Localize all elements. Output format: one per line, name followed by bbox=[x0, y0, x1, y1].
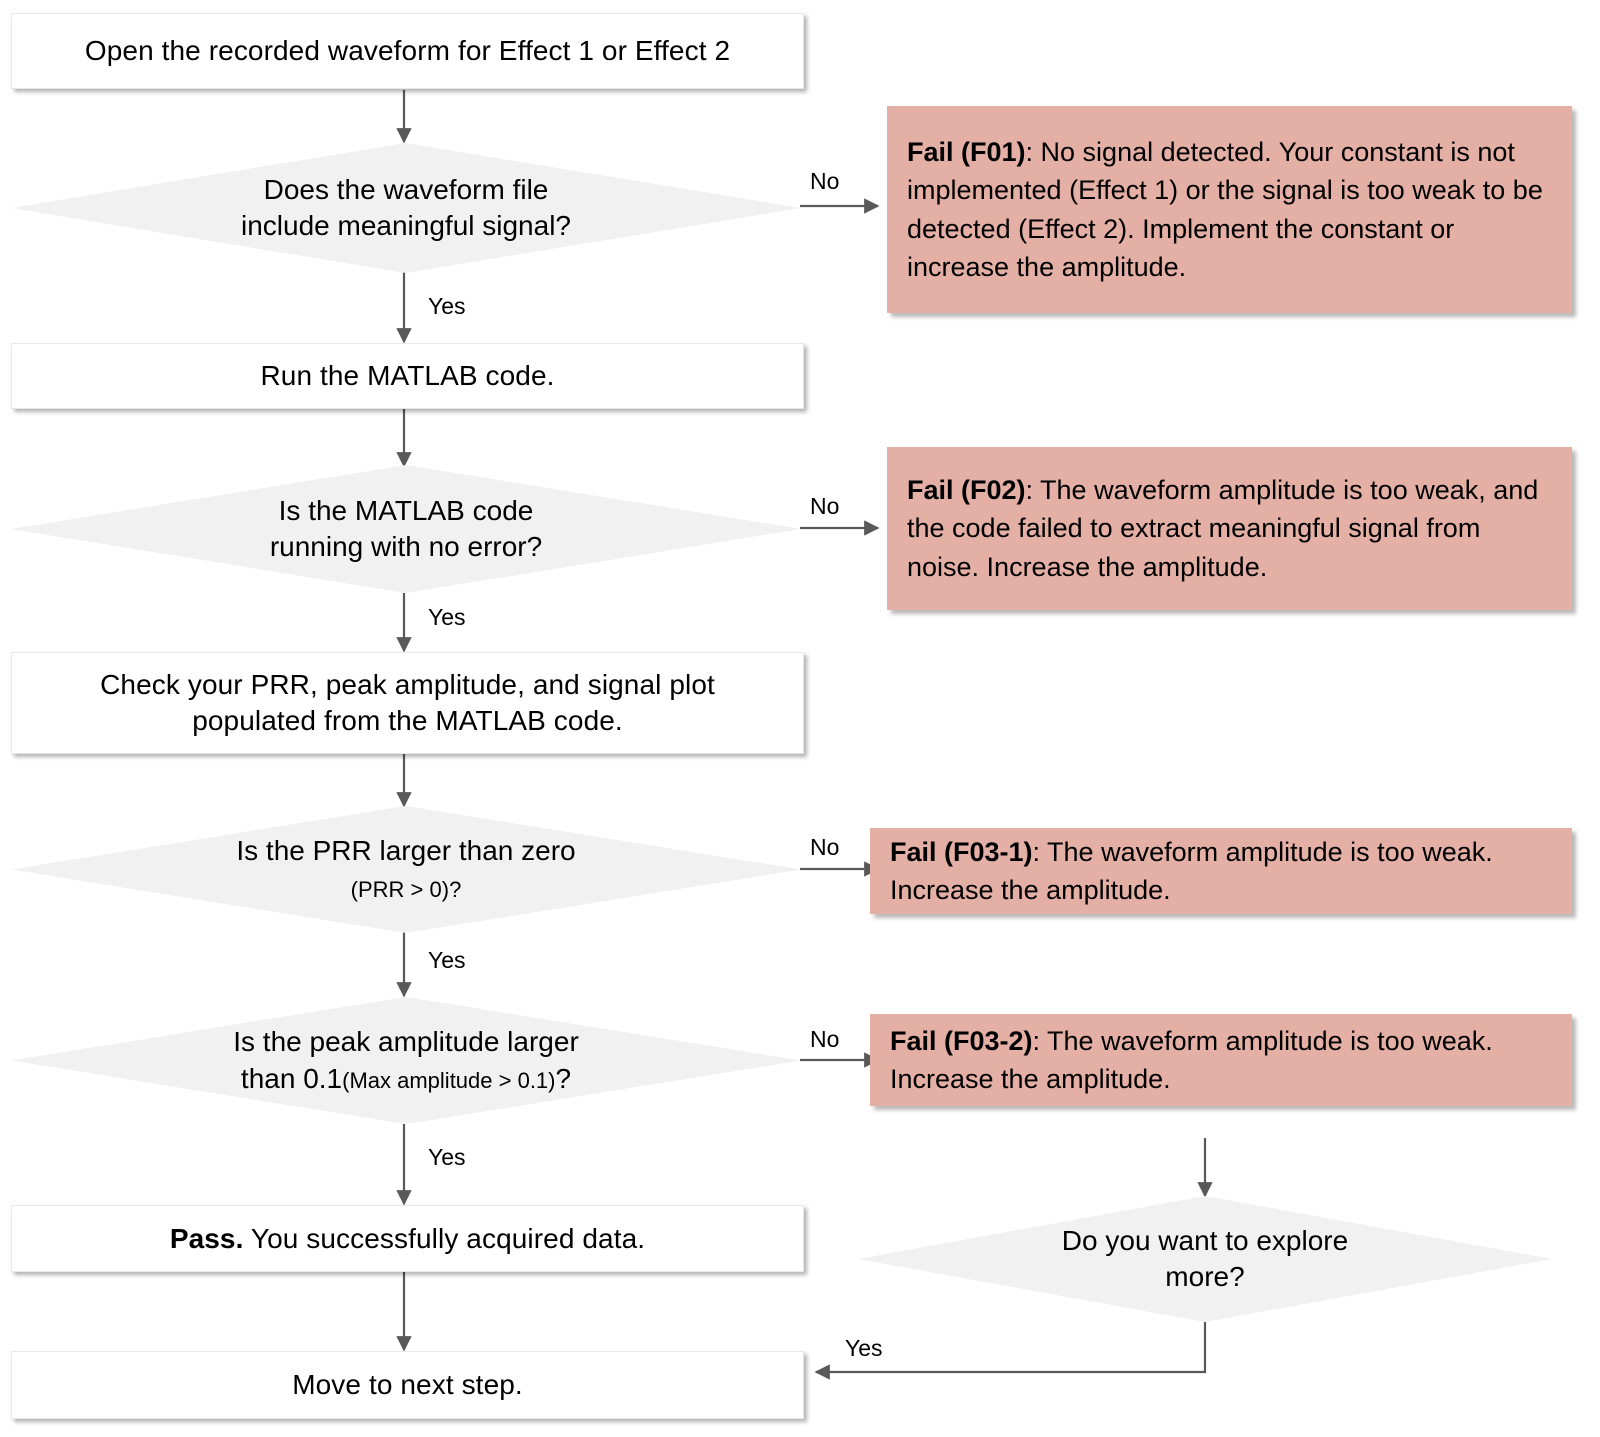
node-open-waveform-text: Open the recorded waveform for Effect 1 … bbox=[84, 35, 731, 67]
node-fail-f02[interactable]: Fail (F02): The waveform amplitude is to… bbox=[887, 447, 1572, 610]
decision-line-1: Is the MATLAB code bbox=[278, 494, 534, 526]
decision-line-2: more? bbox=[1165, 1261, 1245, 1292]
node-fail-f03-2[interactable]: Fail (F03-2): The waveform amplitude is … bbox=[870, 1014, 1572, 1106]
fail-f02-label: Fail (F02) bbox=[907, 475, 1026, 505]
decision-line-2-small: (Max amplitude > 0.1) bbox=[342, 1067, 556, 1093]
pass-label: Pass. bbox=[169, 1222, 244, 1254]
node-check-prr[interactable]: Check your PRR, peak amplitude, and sign… bbox=[11, 652, 804, 754]
decision-line-1: Is the PRR larger than zero bbox=[236, 835, 576, 867]
decision-line-1: Is the peak amplitude larger bbox=[233, 1026, 579, 1058]
node-pass-text: Pass. You successfully acquired data. bbox=[152, 1221, 663, 1257]
node-move-to-next-step[interactable]: Move to next step. bbox=[11, 1351, 804, 1419]
node-run-matlab[interactable]: Run the MATLAB code. bbox=[11, 343, 804, 409]
node-decision-meaningful-signal-text: Does the waveform file include meaningfu… bbox=[201, 172, 611, 245]
edge-label-d2-no: No bbox=[810, 493, 840, 519]
node-open-waveform[interactable]: Open the recorded waveform for Effect 1 … bbox=[11, 13, 804, 89]
fail-f01-body: : No signal detected. Your constant is n… bbox=[907, 136, 1543, 282]
decision-line-2: include meaningful signal? bbox=[241, 210, 571, 241]
edge-label-d5-yes: Yes bbox=[845, 1335, 883, 1361]
node-fail-f01[interactable]: Fail (F01): No signal detected. Your con… bbox=[887, 106, 1572, 313]
edge-label-d4-no: No bbox=[810, 1026, 840, 1052]
node-move-to-next-step-text: Move to next step. bbox=[292, 1369, 523, 1401]
fail-f03-1-label: Fail (F03-1) bbox=[890, 836, 1033, 867]
process-line-2: populated from the MATLAB code. bbox=[192, 705, 623, 736]
decision-line-1: Does the waveform file bbox=[263, 173, 549, 205]
decision-line-1: Do you want to explore bbox=[1061, 1224, 1349, 1256]
edge-label-d1-yes: Yes bbox=[428, 293, 466, 319]
decision-line-2-tail: ? bbox=[555, 1062, 572, 1094]
edge-label-d3-yes: Yes bbox=[428, 947, 466, 973]
decision-line-2: running with no error? bbox=[269, 531, 543, 562]
edge-label-d3-no: No bbox=[810, 834, 840, 860]
node-fail-f01-text: Fail (F01): No signal detected. Your con… bbox=[887, 133, 1572, 286]
edge-label-d1-no: No bbox=[810, 168, 840, 194]
node-decision-no-error-text: Is the MATLAB code running with no error… bbox=[230, 493, 582, 566]
node-decision-explore-more[interactable]: Do you want to explore more? bbox=[858, 1196, 1552, 1322]
decision-line-2: (PRR > 0)? bbox=[350, 876, 462, 902]
node-pass[interactable]: Pass. You successfully acquired data. bbox=[11, 1205, 804, 1272]
node-decision-prr-gt-zero[interactable]: Is the PRR larger than zero (PRR > 0)? bbox=[11, 806, 801, 933]
node-fail-f03-1[interactable]: Fail (F03-1): The waveform amplitude is … bbox=[870, 828, 1572, 914]
process-line-1: Check your PRR, peak amplitude, and sign… bbox=[100, 669, 715, 701]
node-fail-f02-text: Fail (F02): The waveform amplitude is to… bbox=[887, 471, 1572, 586]
node-fail-f03-1-text: Fail (F03-1): The waveform amplitude is … bbox=[870, 833, 1572, 910]
node-run-matlab-text: Run the MATLAB code. bbox=[260, 360, 555, 392]
node-decision-peak-amplitude-text: Is the peak amplitude larger than 0.1(Ma… bbox=[193, 1024, 619, 1097]
fail-f03-2-body: : The waveform amplitude is too weak. In… bbox=[890, 1025, 1493, 1094]
node-decision-no-error[interactable]: Is the MATLAB code running with no error… bbox=[11, 465, 801, 593]
fail-f03-2-label: Fail (F03-2) bbox=[890, 1025, 1033, 1056]
edge-label-d2-yes: Yes bbox=[428, 604, 466, 630]
pass-body: You successfully acquired data. bbox=[243, 1222, 646, 1254]
node-decision-prr-gt-zero-text: Is the PRR larger than zero (PRR > 0)? bbox=[196, 833, 615, 906]
node-decision-explore-more-text: Do you want to explore more? bbox=[1022, 1223, 1388, 1296]
fail-f01-label: Fail (F01) bbox=[907, 136, 1026, 167]
node-fail-f03-2-text: Fail (F03-2): The waveform amplitude is … bbox=[870, 1022, 1572, 1099]
edge-label-d4-yes: Yes bbox=[428, 1144, 466, 1170]
fail-f02-body: : The waveform amplitude is too weak, an… bbox=[907, 475, 1539, 582]
node-decision-meaningful-signal[interactable]: Does the waveform file include meaningfu… bbox=[11, 143, 801, 273]
decision-line-2-main: than 0.1 bbox=[240, 1062, 343, 1094]
fail-f03-1-body: : The waveform amplitude is too weak. In… bbox=[890, 836, 1493, 905]
node-check-prr-text: Check your PRR, peak amplitude, and sign… bbox=[82, 667, 733, 739]
node-decision-peak-amplitude[interactable]: Is the peak amplitude larger than 0.1(Ma… bbox=[11, 997, 801, 1124]
